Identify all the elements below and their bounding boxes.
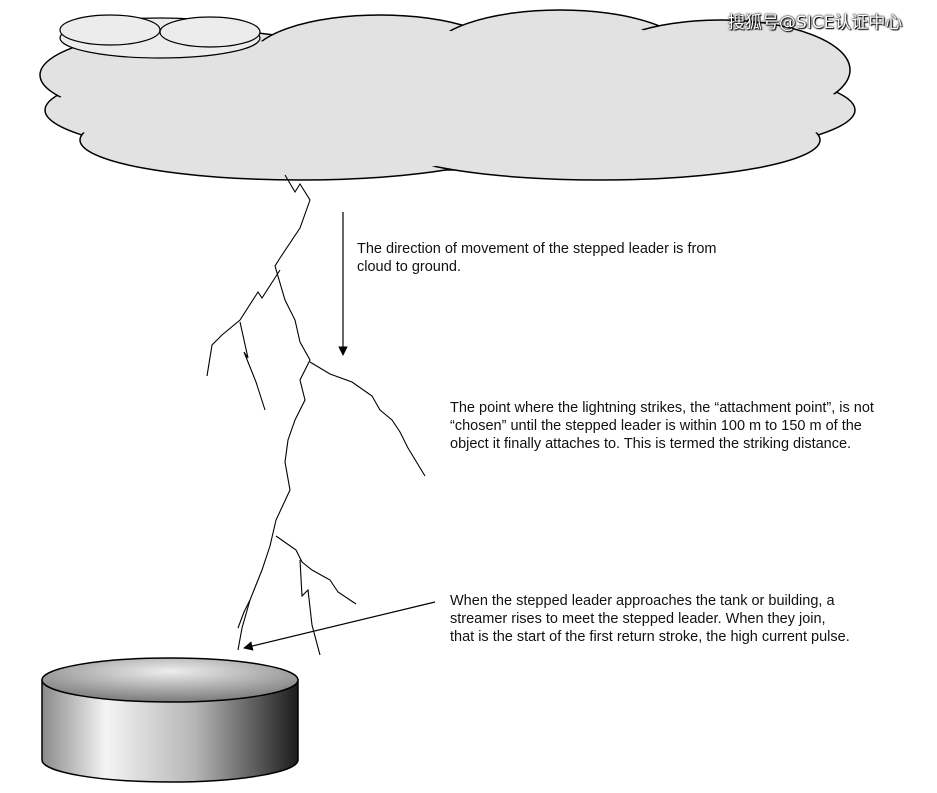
annotation-line: that is the start of the first return st… xyxy=(450,629,850,645)
watermark: 搜狐号@SICE认证中心 xyxy=(728,13,903,33)
annotation-line: “chosen” until the stepped leader is wit… xyxy=(450,418,862,434)
annotation-line: When the stepped leader approaches the t… xyxy=(450,593,835,609)
tank xyxy=(41,657,299,783)
stepped-leader xyxy=(206,174,426,656)
annotation-line: The direction of movement of the stepped… xyxy=(357,241,717,257)
small-cloud xyxy=(59,14,261,59)
cloud-fill-cover xyxy=(45,20,850,174)
annotation-line: streamer rises to meet the stepped leade… xyxy=(450,611,826,627)
annotation-line: The point where the lightning strikes, t… xyxy=(450,400,874,416)
attachment-annotation: The point where the lightning strikes, t… xyxy=(450,399,874,453)
annotation-line: cloud to ground. xyxy=(357,259,461,275)
streamer-arrow xyxy=(243,601,436,651)
streamer-annotation: When the stepped leader approaches the t… xyxy=(450,592,850,646)
annotation-line: object it finally attaches to. This is t… xyxy=(450,436,852,452)
direction-annotation: The direction of movement of the stepped… xyxy=(357,240,716,276)
